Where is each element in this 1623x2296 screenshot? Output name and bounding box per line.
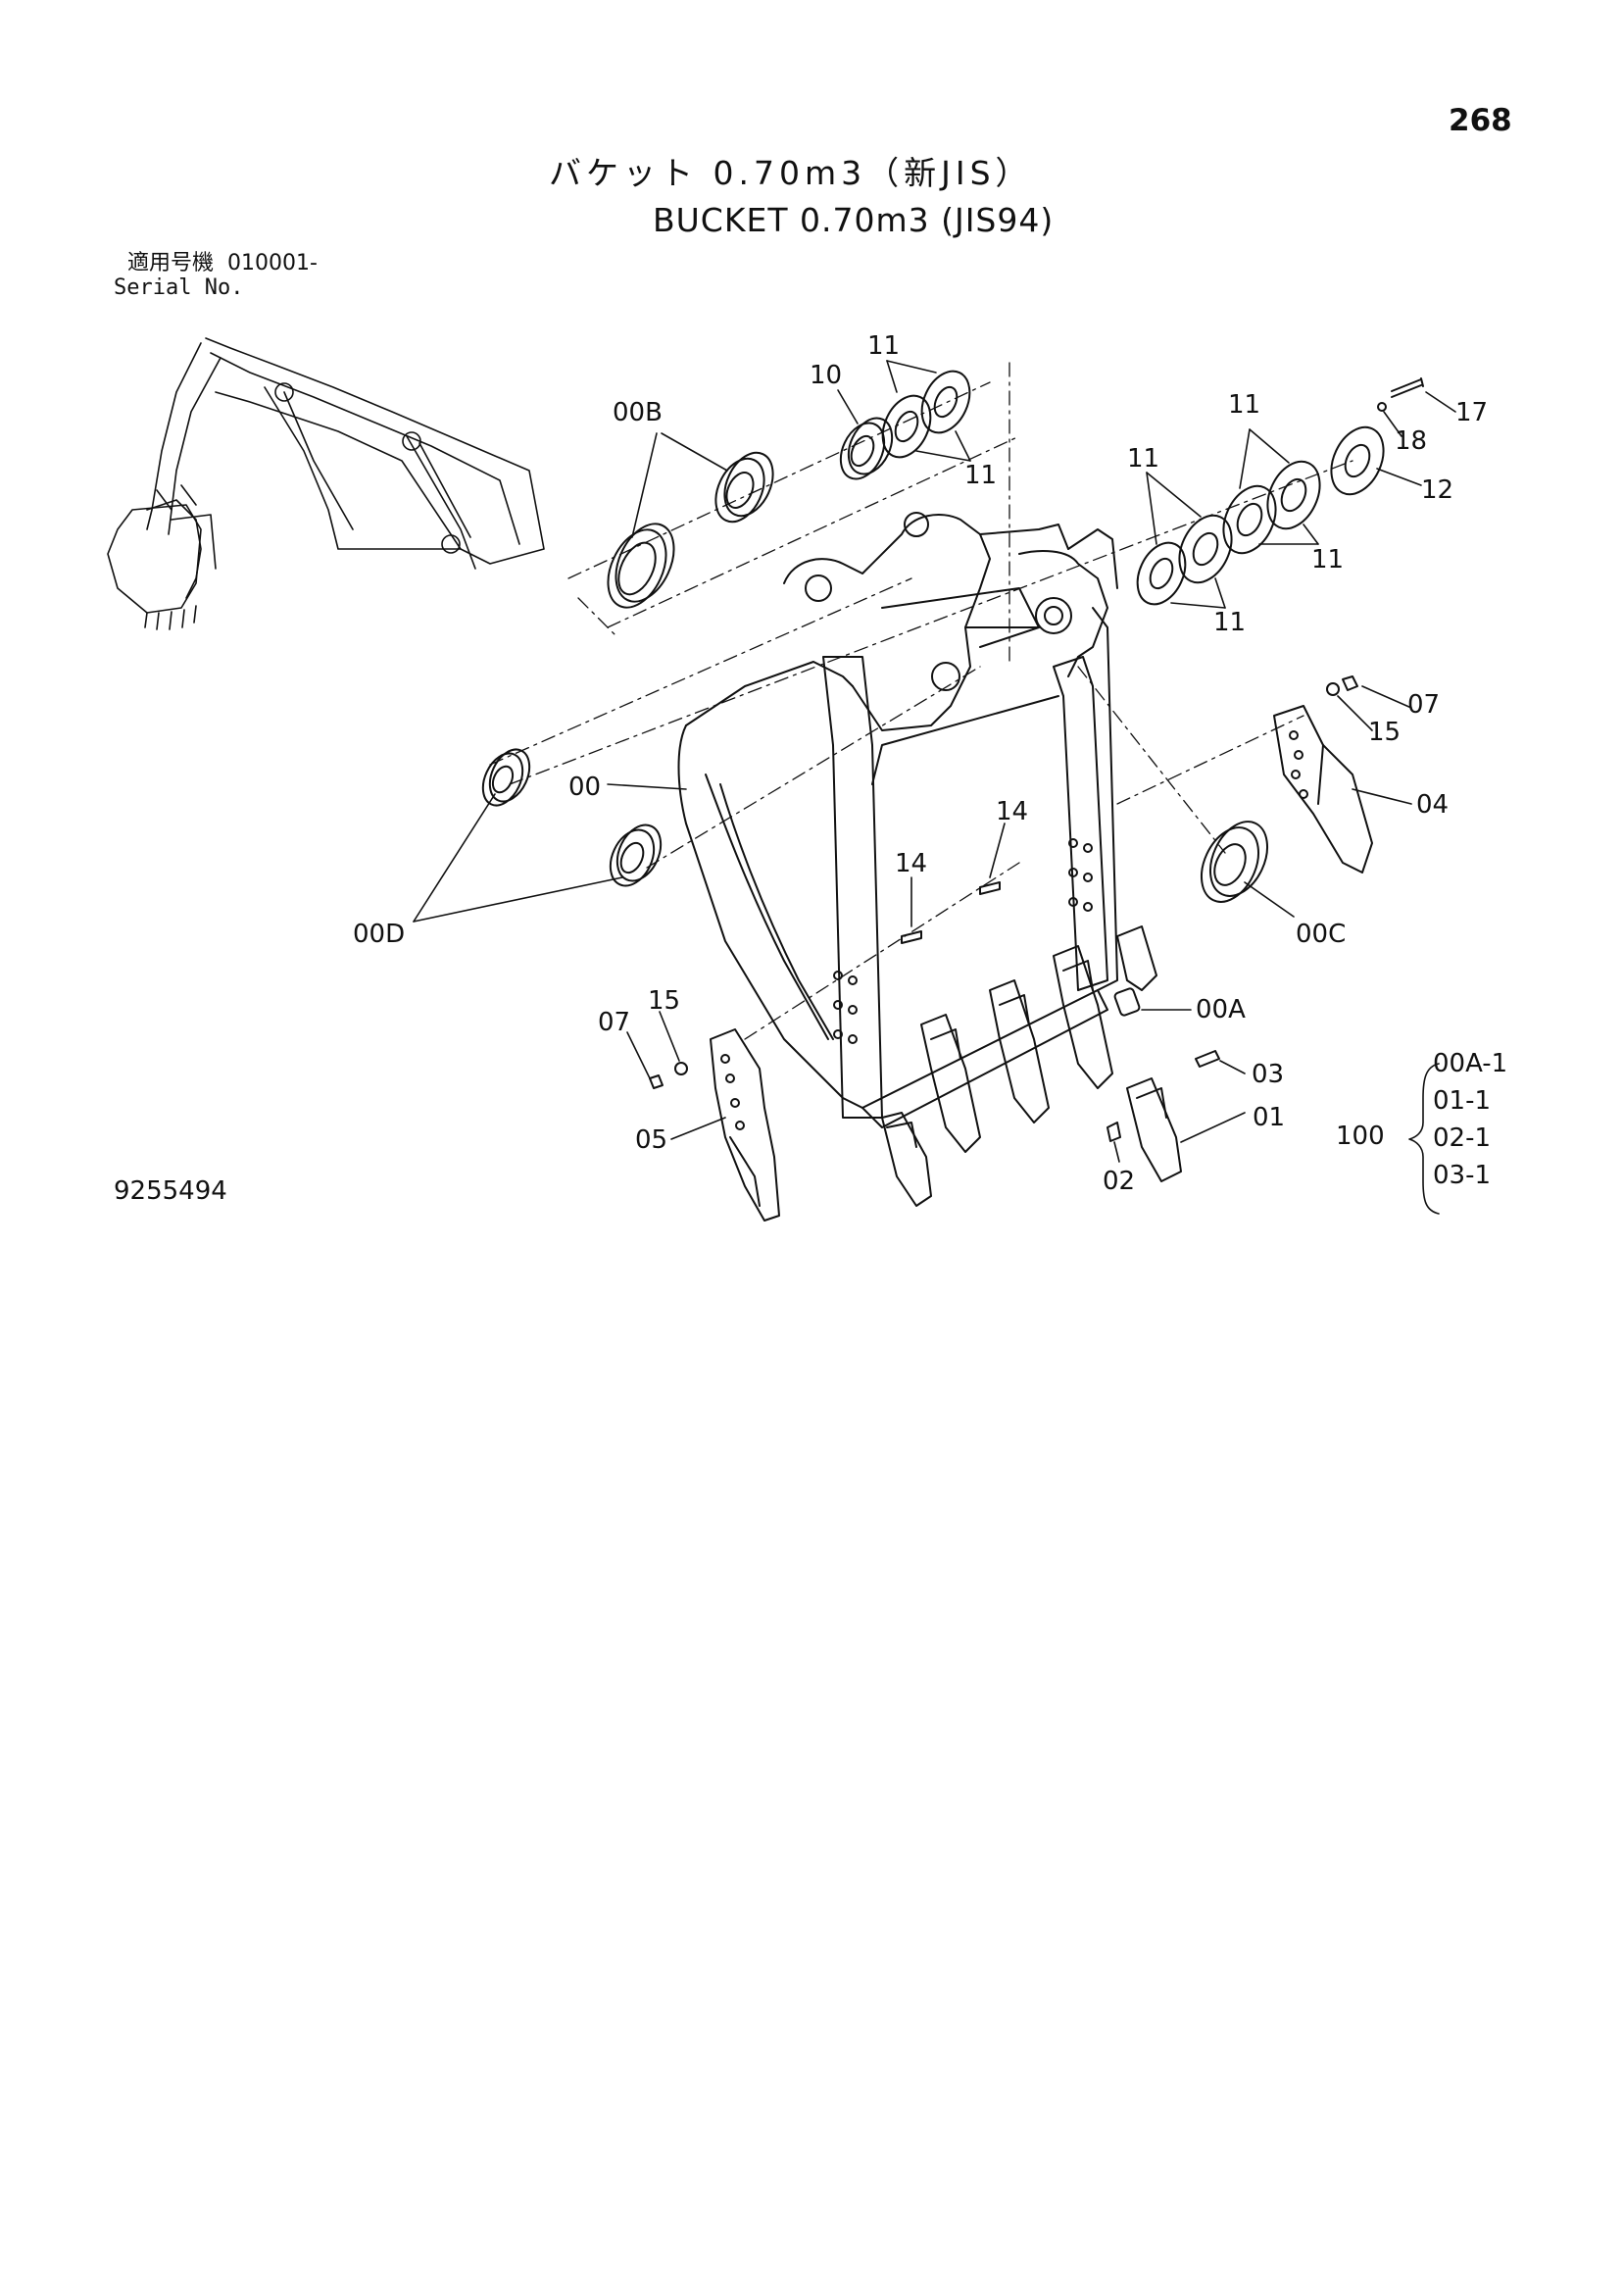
callout-00A: 00A bbox=[1196, 995, 1246, 1024]
leader-lines bbox=[413, 360, 1456, 1163]
callout-04: 04 bbox=[1416, 790, 1450, 820]
side-cutter-04 bbox=[1273, 675, 1373, 873]
callout-11-a: 11 bbox=[867, 331, 901, 361]
kit-item-2: 01-1 bbox=[1433, 1086, 1492, 1116]
callout-01: 01 bbox=[1253, 1103, 1286, 1132]
callout-00D: 00D bbox=[353, 920, 406, 949]
callout-17: 17 bbox=[1455, 398, 1489, 427]
callout-15-right: 15 bbox=[1368, 718, 1402, 747]
shim-set-upper-middle bbox=[839, 370, 971, 480]
kit-item-1: 00A-1 bbox=[1433, 1049, 1508, 1078]
kit-brace bbox=[1408, 1063, 1440, 1215]
drawing-number: 9255494 bbox=[114, 1176, 227, 1206]
bucket-teeth bbox=[881, 925, 1157, 1207]
callout-02: 02 bbox=[1103, 1167, 1136, 1196]
callout-10: 10 bbox=[810, 361, 843, 390]
shim-set-right bbox=[1136, 377, 1424, 606]
bolts-14 bbox=[901, 881, 1001, 944]
serial-label-en: Serial No. bbox=[114, 275, 244, 300]
callout-14-a: 14 bbox=[996, 797, 1029, 826]
callout-11-c: 11 bbox=[1228, 390, 1261, 420]
side-cutter-05 bbox=[649, 1028, 780, 1222]
callout-11-e: 11 bbox=[1311, 545, 1345, 574]
kit-number: 100 bbox=[1336, 1122, 1385, 1151]
serial-value: 010001- bbox=[227, 251, 318, 275]
callout-14-b: 14 bbox=[895, 849, 928, 878]
callout-18: 18 bbox=[1395, 426, 1428, 456]
page-number: 268 bbox=[1449, 103, 1512, 138]
assembly-centerlines bbox=[489, 362, 1353, 1040]
callout-12: 12 bbox=[1421, 475, 1454, 505]
callout-11-d: 11 bbox=[1127, 444, 1160, 474]
seal-00B-parts bbox=[607, 451, 774, 609]
kit-item-3: 02-1 bbox=[1433, 1123, 1492, 1153]
spare-tooth-parts bbox=[1107, 1050, 1220, 1182]
bucket-body bbox=[677, 512, 1118, 1128]
title-english: BUCKET 0.70m3 (JIS94) bbox=[653, 201, 1055, 239]
callout-07-left: 07 bbox=[598, 1008, 631, 1037]
callout-15-left: 15 bbox=[648, 986, 681, 1016]
callout-07-right: 07 bbox=[1407, 690, 1441, 720]
callout-11-f: 11 bbox=[1213, 608, 1247, 637]
callout-05: 05 bbox=[635, 1125, 668, 1155]
callout-00B: 00B bbox=[613, 398, 663, 427]
title-japanese: バケット 0.70m3（新JIS） bbox=[549, 154, 1033, 192]
callout-11-b: 11 bbox=[964, 461, 998, 490]
callout-00C: 00C bbox=[1296, 920, 1347, 949]
callout-00: 00 bbox=[568, 773, 602, 802]
serial-label-jp: 適用号機 bbox=[127, 251, 215, 275]
kit-item-4: 03-1 bbox=[1433, 1161, 1492, 1190]
callout-03: 03 bbox=[1252, 1060, 1285, 1089]
excavator-thumbnail-icon bbox=[107, 337, 545, 630]
